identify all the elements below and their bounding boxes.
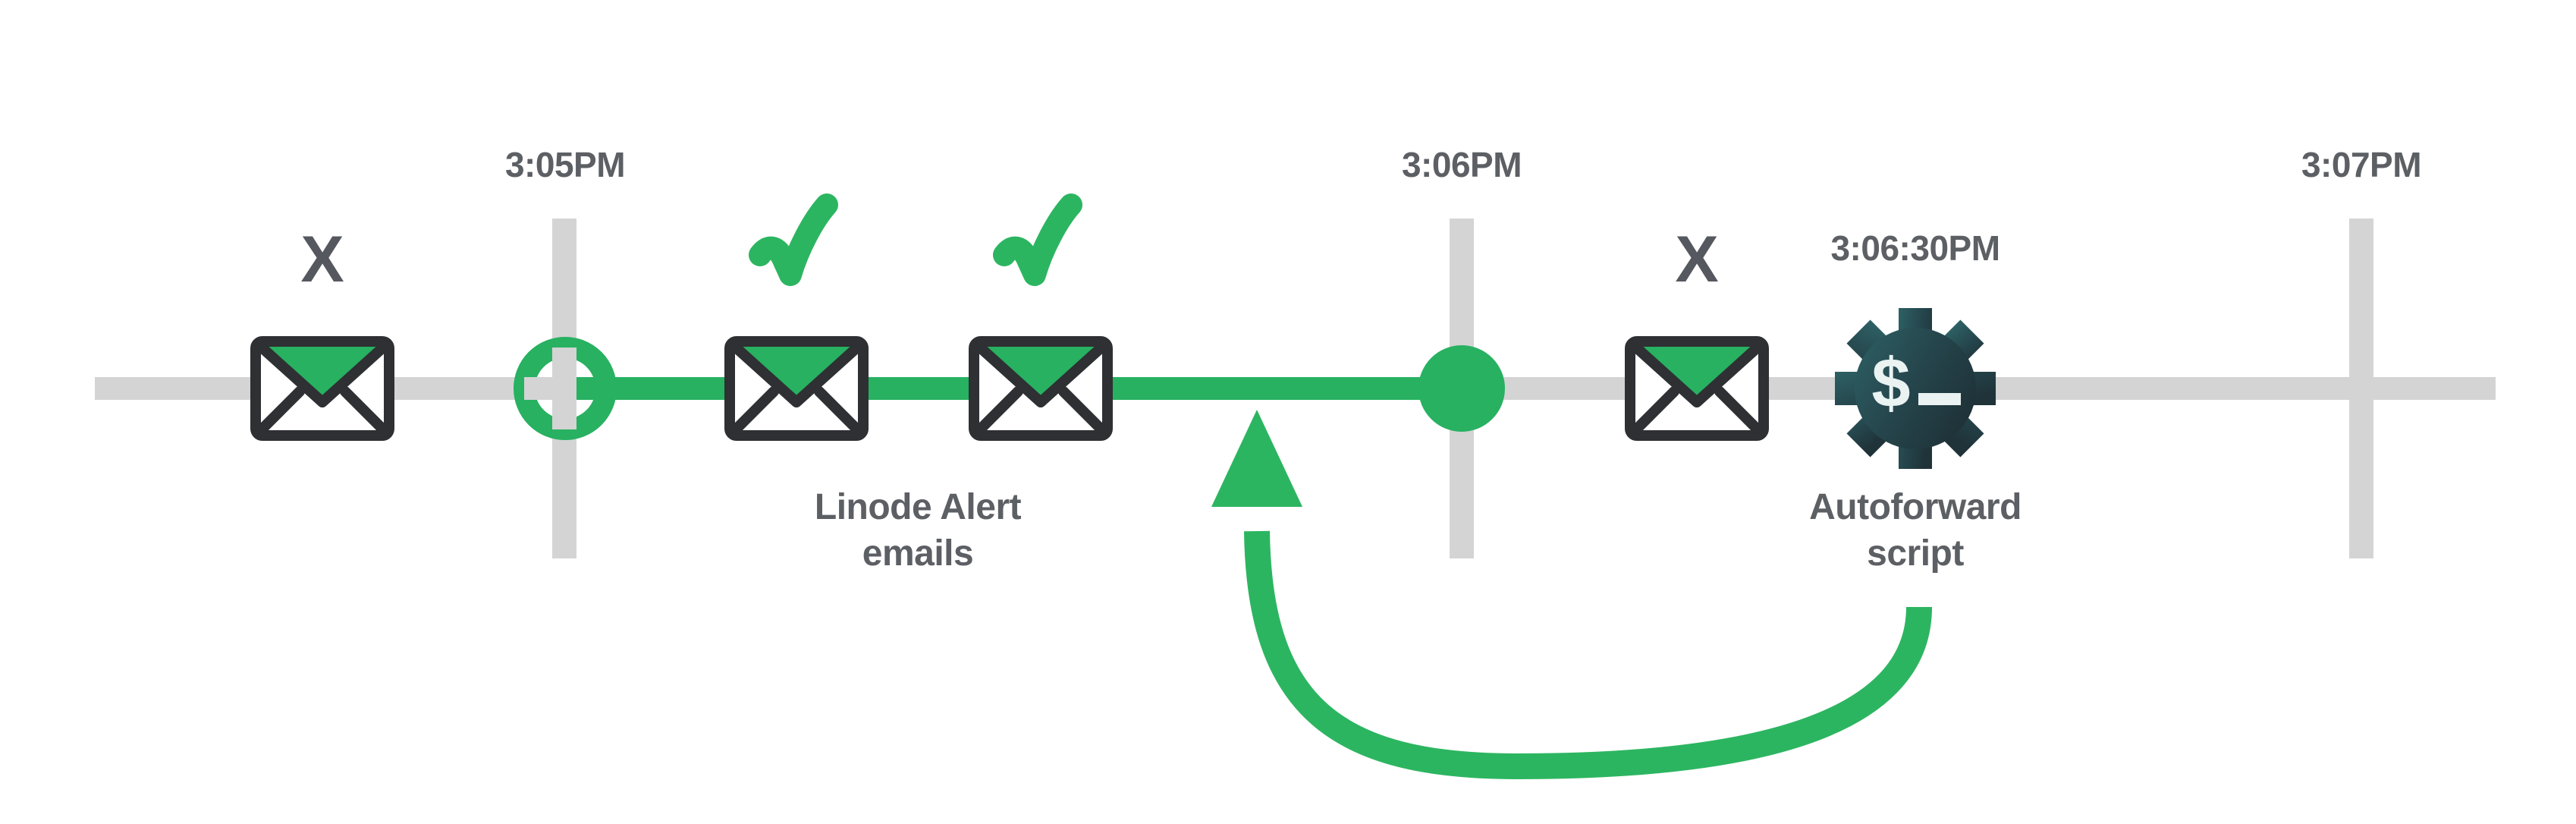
feedback-arrow: [1211, 410, 1932, 780]
check-mark-icon: [749, 193, 838, 286]
envelope-icon: [969, 336, 1113, 441]
envelope-icon: [1625, 336, 1769, 441]
axis-tick-label: 3:05PM: [504, 145, 626, 184]
axis-tick-label: 3:07PM: [2301, 145, 2422, 184]
envelope-icon: [250, 336, 394, 441]
axis-tick-307: [2349, 219, 2373, 558]
timeline-node-end-dot: [1418, 345, 1505, 432]
gear-dollar-prompt-icon: $: [1835, 308, 1996, 469]
event-time-label: 3:06:30PM: [1830, 228, 2000, 268]
x-mark-icon: X: [1675, 223, 1719, 296]
event-caption-autoforward-script: Autoforward script: [1809, 487, 2022, 574]
envelope-icon: [724, 336, 869, 441]
check-mark-icon: [993, 193, 1082, 286]
svg-text:$: $: [1871, 344, 1910, 422]
event-caption-alert-emails: Linode Alert emails: [814, 487, 1022, 574]
axis-tick-label: 3:06PM: [1401, 145, 1522, 184]
x-mark-icon: X: [300, 223, 344, 296]
